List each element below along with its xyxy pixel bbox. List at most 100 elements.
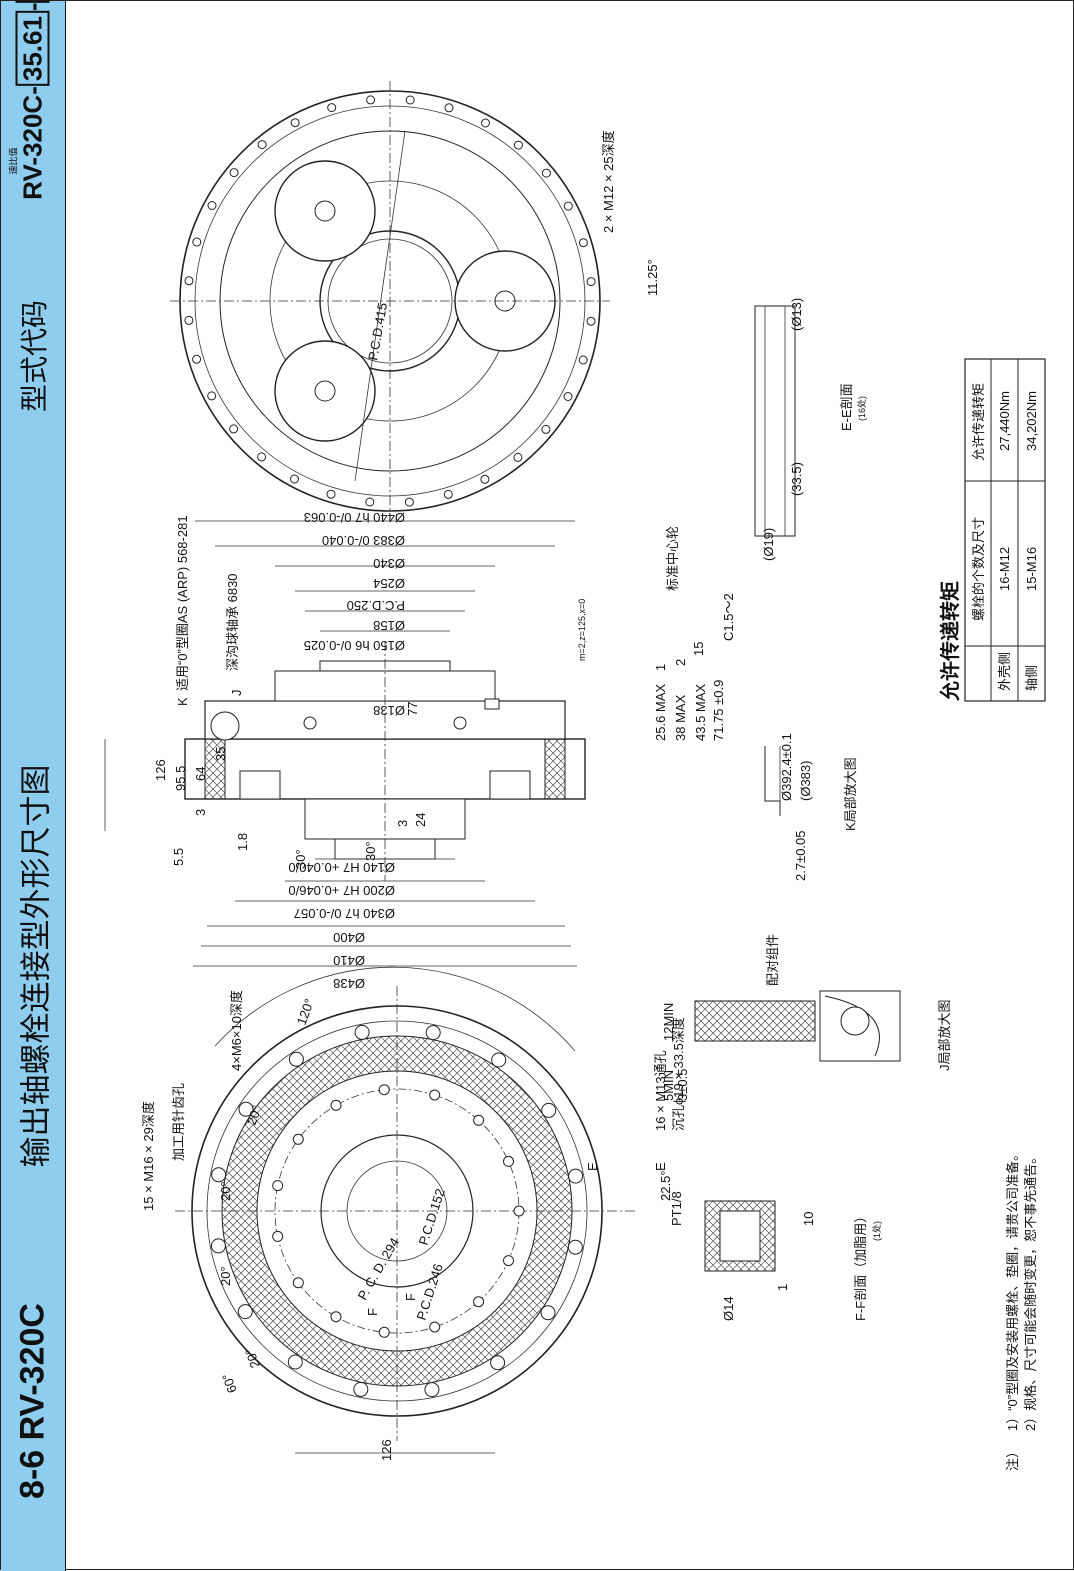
torque-header-bolts: 螺栓的个数及尺寸 bbox=[971, 517, 986, 621]
bolt-hole bbox=[473, 1296, 485, 1308]
bolt-hole bbox=[272, 1180, 284, 1192]
bolt-hole bbox=[366, 95, 376, 105]
dim-d340-h7: Ø340 h7 0/-0.057 bbox=[294, 906, 395, 921]
bolt-hole bbox=[443, 489, 453, 499]
bolt-hole bbox=[207, 201, 217, 210]
dim-d438: Ø438 bbox=[333, 976, 365, 991]
bolt-hole bbox=[327, 103, 337, 113]
callout-center-gear: 标准中心轮 bbox=[665, 526, 680, 591]
bolt-hole bbox=[490, 1355, 506, 1371]
callout-j: J bbox=[229, 690, 244, 697]
bolt-hole bbox=[586, 277, 596, 287]
dim-3-inner: 3 bbox=[395, 820, 410, 827]
ratio-box: 35.61 bbox=[15, 11, 50, 87]
dim-126: 126 bbox=[153, 759, 168, 781]
bolt-hole bbox=[229, 424, 239, 434]
detail-j-callout: 配对组件 bbox=[765, 934, 780, 986]
note-2: 2）规格、尺寸可能会随时变更，恕不事先通告。 bbox=[1023, 1151, 1038, 1431]
detail-f: PT1/8 10 1 Ø14 F-F剖面（加脂用） (1处) bbox=[669, 1191, 882, 1321]
bolt-hole bbox=[503, 1255, 514, 1267]
detail-e-d13: (Ø13) bbox=[789, 298, 804, 331]
bolt-hole bbox=[326, 489, 336, 499]
bolt-hole bbox=[229, 168, 239, 178]
angle-60: 60° bbox=[219, 1371, 240, 1395]
bolt-hole bbox=[287, 1354, 303, 1370]
bolt-hole bbox=[429, 1321, 441, 1333]
dim-1-right: 1 bbox=[653, 664, 668, 671]
variant-box: A bbox=[15, 0, 50, 3]
bolt-hole bbox=[353, 1381, 369, 1397]
bolt-hole bbox=[540, 1305, 556, 1321]
bolt-hole bbox=[513, 1205, 525, 1217]
dim-d383: Ø383 0/-0.040 bbox=[322, 533, 405, 548]
detail-f-pt18: PT1/8 bbox=[669, 1191, 684, 1226]
dim-d400: Ø400 bbox=[333, 930, 365, 945]
torque-row2-side: 轴侧 bbox=[1024, 665, 1039, 691]
torque-table-title: 允许传递转矩 bbox=[938, 581, 962, 702]
dim-d200-h7: Ø200 H7 +0.046/0 bbox=[288, 883, 395, 898]
bolt-hole bbox=[184, 315, 194, 325]
callout-gear-spec: m=2,z=125,x=0 bbox=[577, 599, 587, 661]
bolt-hole bbox=[563, 392, 573, 401]
dim-43-5: 43.5 MAX bbox=[693, 684, 708, 741]
bolt-holes-inner bbox=[272, 1084, 525, 1338]
dim-38: 38 MAX bbox=[673, 694, 688, 741]
dim-64: 64 bbox=[193, 767, 208, 781]
callout-k: K bbox=[175, 697, 190, 706]
detail-e-33-5: (33.5) bbox=[789, 462, 804, 496]
bolt-hole bbox=[378, 1084, 390, 1096]
technical-drawing: 15 × M16 × 29深度 加工用针齿孔 4×M6×10深度 16 × M1… bbox=[104, 81, 1046, 1471]
bolt-hole bbox=[192, 237, 202, 247]
dim-d440-h7: Ø440 h7 0/-0.063 bbox=[304, 510, 405, 525]
dim-30-b: 30° bbox=[363, 841, 378, 861]
dim-35: 35 bbox=[213, 747, 228, 761]
callout-bearing: 深沟球轴承 6830 bbox=[225, 573, 240, 671]
marker-e1: E bbox=[585, 1162, 600, 1171]
title-banner: 8-6 RV-320C 输出轴螺栓连接型外形尺寸图 型式代码 RV-320C-3… bbox=[1, 0, 66, 1571]
model-code: RV-320C-35.61-A-B bbox=[15, 0, 50, 200]
detail-j-5min: 5MIN bbox=[661, 1070, 676, 1101]
angle-20-c: 20° bbox=[218, 1266, 233, 1286]
dim-d138: Ø138 bbox=[373, 703, 405, 718]
bolt-hole bbox=[513, 140, 523, 150]
dim-3-left: 3 bbox=[193, 809, 208, 816]
dim-d254: Ø254 bbox=[373, 576, 405, 591]
notes: 注） 1）“0”型圈及安装用螺栓、垫圈，请贵公司准备。 2）规格、尺寸可能会随时… bbox=[1005, 1148, 1038, 1471]
angle-120: 120° bbox=[294, 997, 317, 1027]
bolt-hole bbox=[513, 452, 523, 462]
dim-2-right: 2 bbox=[673, 659, 688, 666]
dim-126-bottom: 126 bbox=[379, 1439, 394, 1461]
detail-f-caption: F-F剖面（加脂用） bbox=[853, 1210, 868, 1321]
bolt-hole bbox=[578, 238, 588, 248]
bolt-hole bbox=[237, 1304, 253, 1320]
pcd-415: P.C.D.415 bbox=[365, 302, 390, 362]
dim-30-a: 30° bbox=[293, 849, 308, 869]
callout-m13: 16 × M13通孔 bbox=[653, 1050, 668, 1131]
detail-k-d383: (Ø383) bbox=[798, 761, 813, 801]
bolt-hole bbox=[568, 1168, 584, 1184]
section-view: Ø438 Ø410 Ø400 Ø340 h7 0/-0.057 Ø200 H7 … bbox=[104, 510, 736, 991]
bolt-hole bbox=[192, 354, 202, 364]
detail-e-sub: (16处) bbox=[856, 396, 867, 421]
ratio-label: 速比值 bbox=[8, 147, 19, 175]
dim-d158: Ø158 bbox=[373, 618, 405, 633]
bolt-hole bbox=[330, 1099, 342, 1111]
bolt-hole bbox=[541, 168, 551, 178]
dim-95-5: 95.5 bbox=[173, 766, 188, 791]
detail-f-d14: Ø14 bbox=[721, 1296, 736, 1321]
detail-f-10: 10 bbox=[801, 1212, 816, 1226]
bolt-hole bbox=[378, 1326, 390, 1338]
detail-k: Ø392.4±0.1 (Ø383) 2.7±0.05 K局部放大图 bbox=[764, 733, 858, 881]
dim-d140-h7: Ø140 H7 +0.040/0 bbox=[288, 860, 395, 875]
bolt-hole bbox=[290, 474, 299, 484]
bolt-hole bbox=[429, 1089, 441, 1101]
note-1: 1）“0”型圈及安装用螺栓、垫圈，请贵公司准备。 bbox=[1005, 1148, 1020, 1431]
callout-m6: 4×M6×10深度 bbox=[229, 990, 244, 1071]
bolt-hole bbox=[272, 1230, 284, 1242]
detail-f-sub: (1处) bbox=[871, 1221, 882, 1241]
dim-25-6: 25.6 MAX bbox=[653, 684, 668, 741]
page-title: 输出轴螺栓连接型外形尺寸图 bbox=[18, 764, 54, 1168]
dim-d340: Ø340 bbox=[373, 556, 405, 571]
bolt-hole bbox=[563, 201, 573, 211]
